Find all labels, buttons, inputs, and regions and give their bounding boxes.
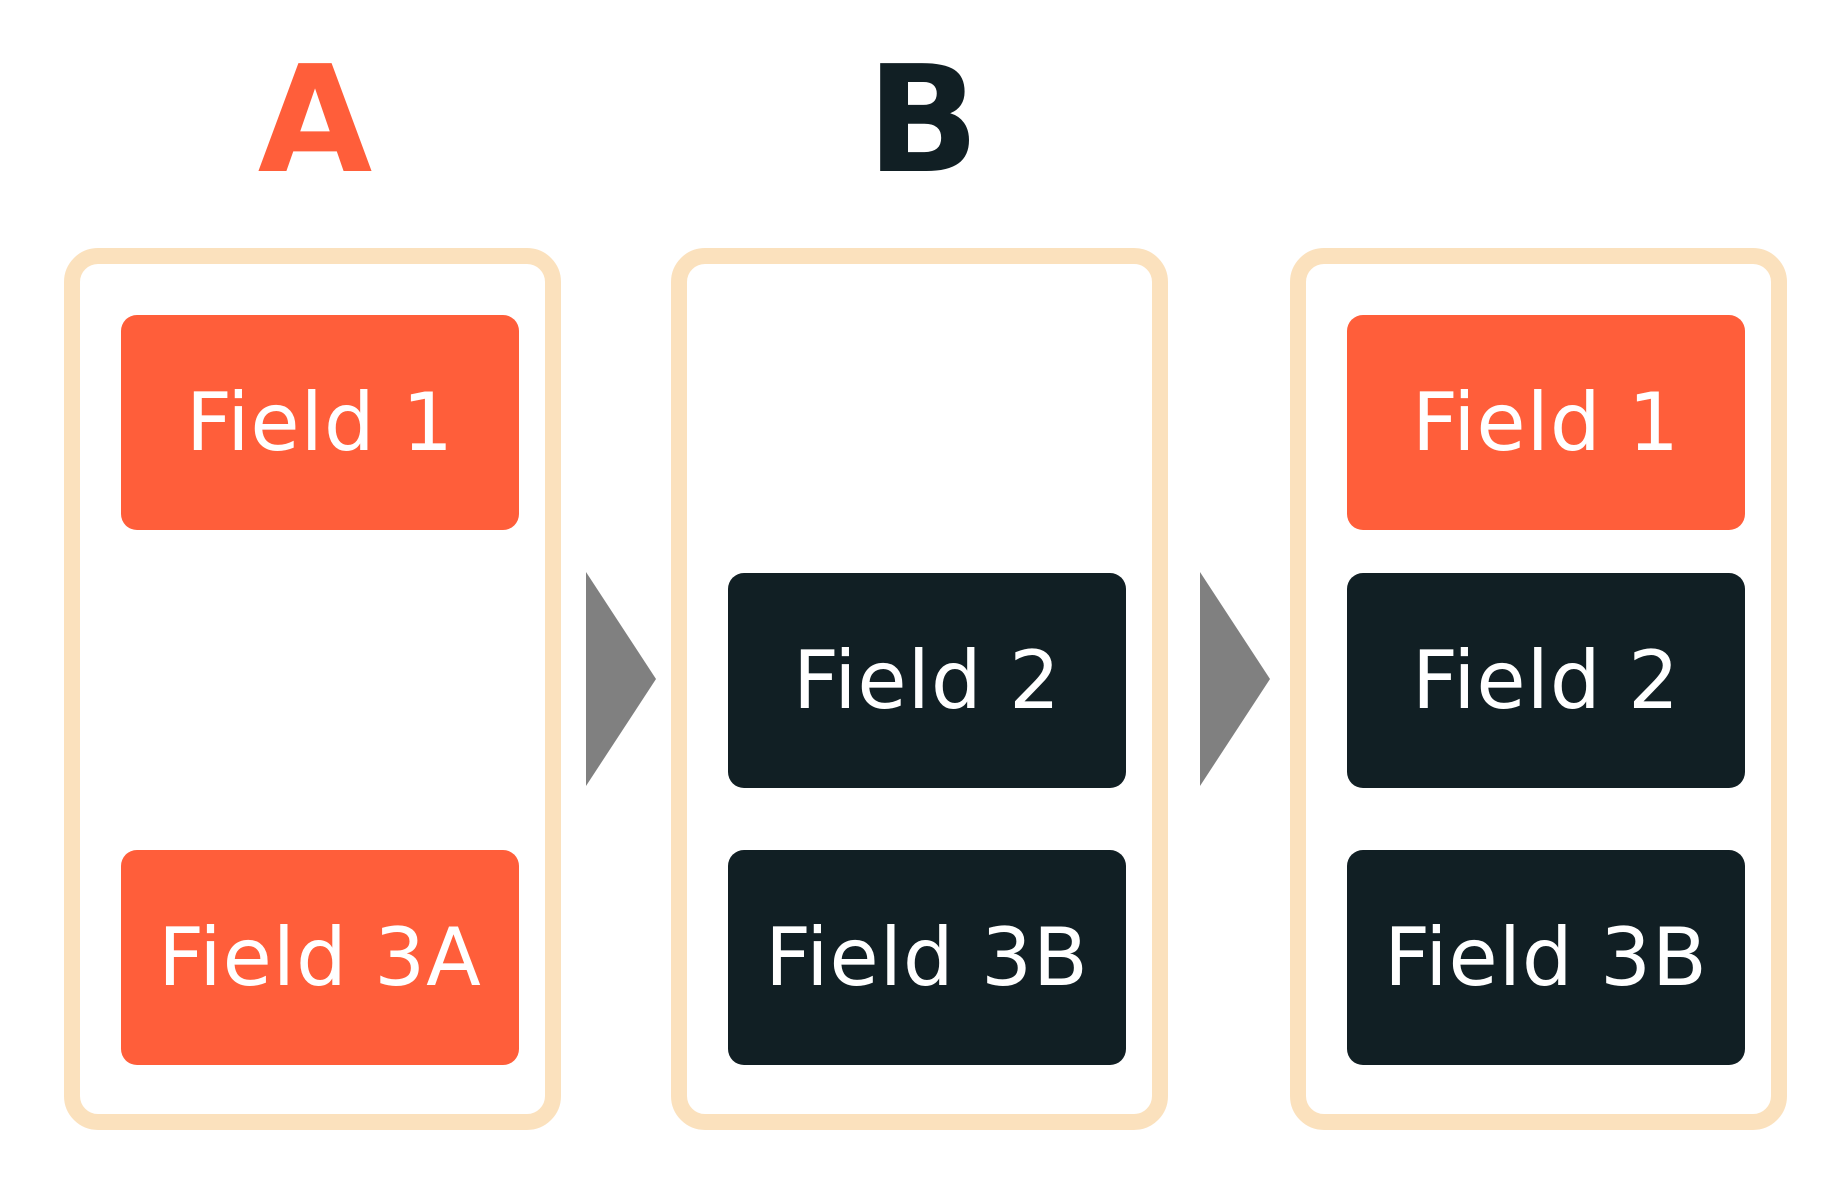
field-label: Field 2 (793, 634, 1061, 727)
field-box: Field 2 (1347, 573, 1745, 788)
panel-b: Field 2 Field 3B (671, 248, 1168, 1130)
field-box: Field 3B (1347, 850, 1745, 1065)
field-label: Field 2 (1412, 634, 1680, 727)
field-label: Field 3A (158, 911, 482, 1004)
heading-a: A (257, 34, 373, 206)
field-box: Field 3A (121, 850, 519, 1065)
field-box: Field 2 (728, 573, 1126, 788)
field-label: Field 3B (765, 911, 1089, 1004)
field-box: Field 1 (121, 315, 519, 530)
chevron-right-icon (1200, 572, 1270, 786)
field-box: Field 1 (1347, 315, 1745, 530)
heading-b: B (866, 34, 980, 206)
field-box: Field 3B (728, 850, 1126, 1065)
field-label: Field 3B (1384, 911, 1708, 1004)
field-label: Field 1 (186, 376, 454, 469)
panel-merged: Field 1 Field 2 Field 3B (1290, 248, 1787, 1130)
panel-a: Field 1 Field 3A (64, 248, 561, 1130)
field-label: Field 1 (1412, 376, 1680, 469)
chevron-right-icon (586, 572, 656, 786)
